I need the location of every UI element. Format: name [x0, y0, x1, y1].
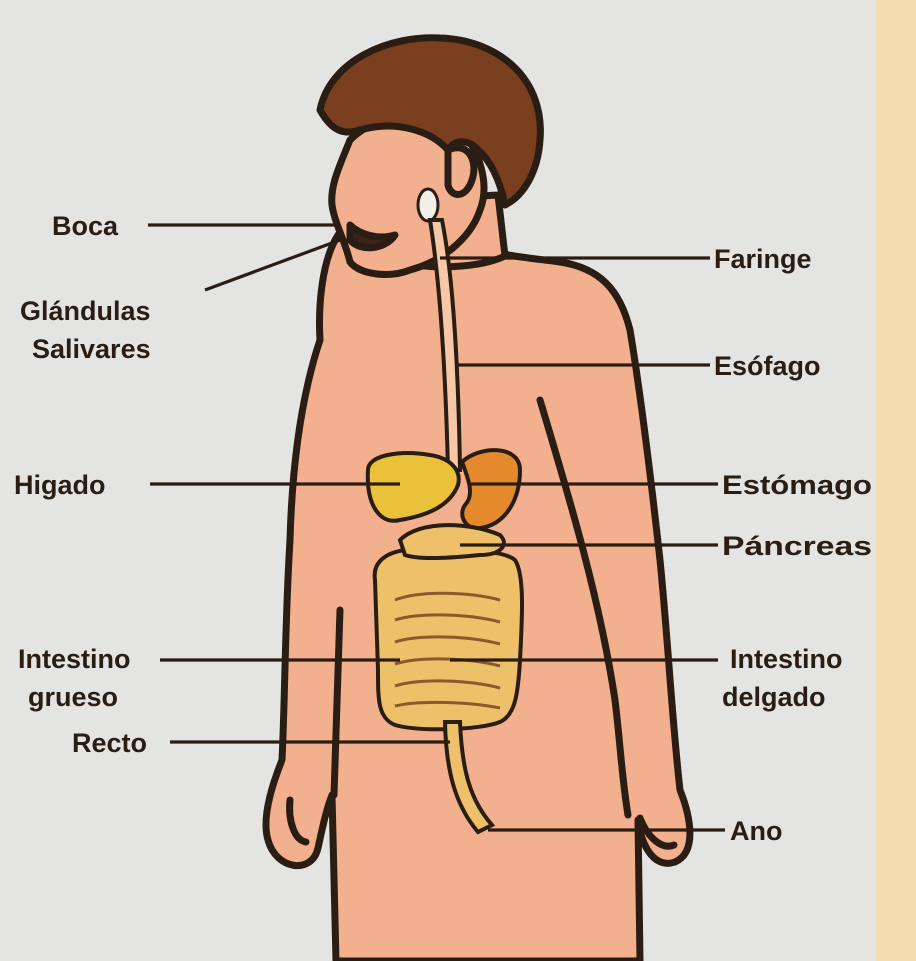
label-ano: Ano: [730, 816, 782, 846]
label-int-grueso-1: Intestino: [18, 644, 131, 674]
salivary-gland-shape: [418, 189, 438, 221]
label-pancreas: Páncreas: [722, 531, 872, 561]
side-panel: [876, 0, 916, 961]
label-recto: Recto: [72, 728, 147, 758]
label-int-delgado-1: Intestino: [730, 644, 843, 674]
label-int-grueso-2: grueso: [28, 682, 118, 712]
label-estomago: Estómago: [722, 470, 872, 500]
label-esofago: Esófago: [714, 351, 821, 381]
label-glandulas-2: Salivares: [32, 334, 151, 364]
pancreas-shape: [400, 525, 504, 558]
label-int-delgado-2: delgado: [722, 682, 826, 712]
label-glandulas-1: Glándulas: [20, 296, 151, 326]
label-boca: Boca: [52, 211, 119, 241]
ear: [448, 148, 474, 195]
label-higado: Higado: [14, 470, 106, 500]
label-faringe: Faringe: [714, 244, 812, 274]
